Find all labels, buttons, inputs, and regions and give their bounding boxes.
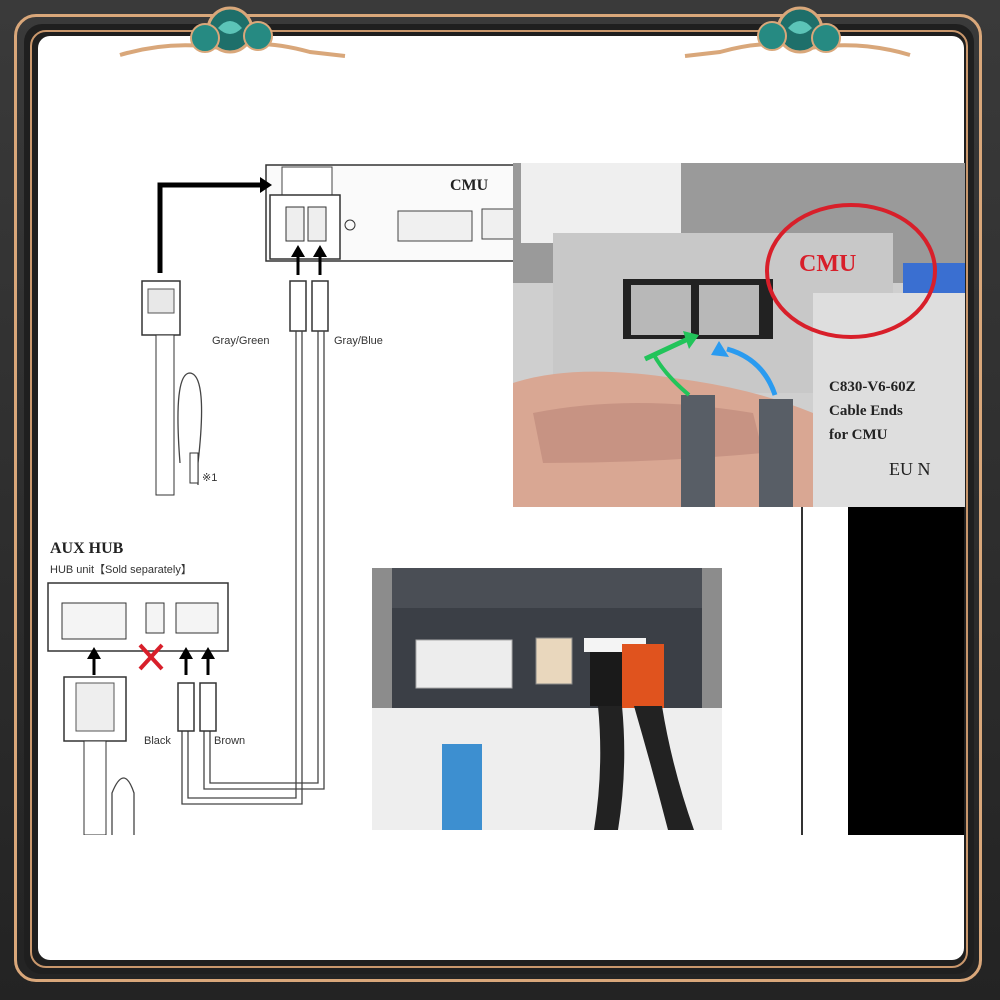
gray-blue-label: Gray/Blue bbox=[334, 335, 383, 347]
wiring-diagram: CMU Gray/Green Gray/Blue ※1 AUX HUB HUB … bbox=[38, 163, 519, 836]
black-panel bbox=[848, 507, 964, 835]
note-marker: ※1 bbox=[202, 472, 218, 484]
cloud-ornament-left-icon bbox=[119, 6, 346, 58]
wiring-lines bbox=[47, 164, 519, 836]
frame-inner-border bbox=[30, 30, 968, 968]
brown-wire-label: Brown bbox=[214, 735, 246, 747]
hub-connector-photo bbox=[372, 568, 722, 830]
gray-green-label: Gray/Green bbox=[212, 335, 270, 347]
cmu-circle-label: CMU bbox=[799, 251, 857, 277]
aux-hub-title: AUX HUB bbox=[50, 540, 124, 557]
hub-unit-label: HUB unit【Sold separately】 bbox=[50, 564, 192, 576]
black-wire-label: Black bbox=[144, 735, 171, 747]
divider-line bbox=[801, 507, 803, 835]
caption-cable-ends: Cable Ends bbox=[829, 403, 903, 419]
cmu-connector-photo: CMU C830-V6-60Z Cable Ends for CMU EU N bbox=[513, 163, 965, 507]
hub-photo-illustration bbox=[372, 568, 722, 830]
caption-for-cmu: for CMU bbox=[829, 427, 888, 443]
cmu-photo-illustration bbox=[513, 163, 965, 507]
caption-region: EU N bbox=[889, 459, 931, 479]
frame-gold-border bbox=[14, 14, 982, 982]
cloud-ornament-right-icon bbox=[684, 6, 911, 58]
caption-model: C830-V6-60Z bbox=[829, 379, 916, 395]
cmu-label: CMU bbox=[450, 177, 489, 194]
